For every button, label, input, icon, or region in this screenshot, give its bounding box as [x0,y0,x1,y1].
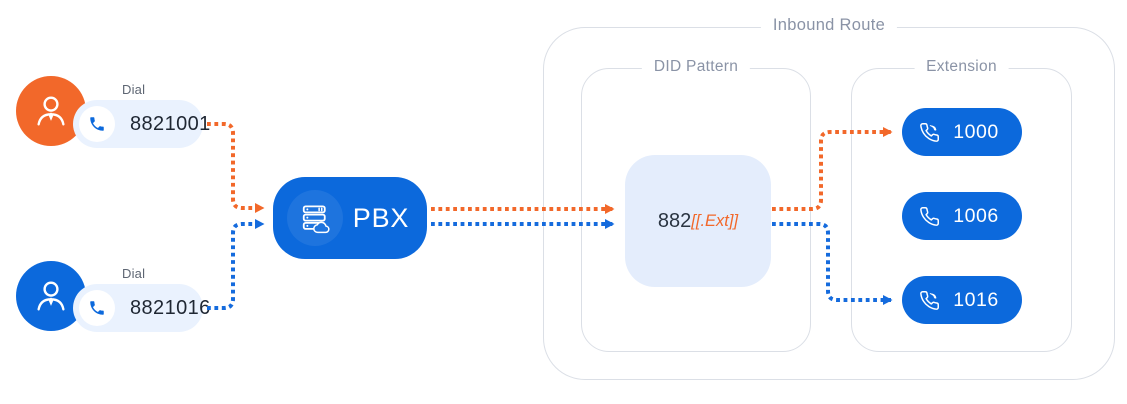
did-ext-token: [[.Ext]] [691,211,739,230]
caller-1-number-pill: 8821001 [73,100,210,148]
pbx-label: PBX [352,202,410,233]
inbound-route-title: Inbound Route [760,16,898,35]
inbound-route-group: Inbound Route [543,16,1115,380]
arrow-caller2-to-pbx [207,219,265,310]
extension-pill-1006: 1006 [902,192,1022,240]
arrow-caller1-to-pbx [207,122,265,213]
caller-2-avatar [16,261,86,331]
phone-icon [920,206,939,226]
phone-ringing-icon [920,122,939,142]
phone-bubble [79,290,115,326]
phone-ringing-icon [920,290,939,310]
did-pattern-title: DID Pattern [641,58,751,76]
extension-title: Extension [914,58,1009,76]
server-cloud-icon [302,205,330,234]
did-prefix: 882 [657,209,692,232]
extension-number: 1006 [953,204,999,227]
extension-number: 1016 [953,288,999,311]
person-icon [37,96,65,126]
caller-1-number: 8821001 [130,112,211,135]
person-icon [37,281,65,311]
caller-2-number: 8821016 [130,296,211,319]
pbx-icon-circle [287,190,343,246]
caller-1-avatar [16,76,86,146]
pbx-node: PBX [273,177,427,259]
extension-number: 1000 [953,120,999,143]
phone-icon [90,301,104,315]
caller-2-number-pill: 8821016 [73,284,210,332]
extension-pill-1000: 1000 [902,108,1022,156]
caller-2-dial-label: Dial [122,266,146,281]
extension-pill-1016: 1016 [902,276,1022,324]
caller-1-dial-label: Dial [122,82,146,97]
phone-icon [90,117,104,131]
did-pattern-box: 882[[.Ext]] [625,155,771,287]
phone-bubble [79,106,115,142]
